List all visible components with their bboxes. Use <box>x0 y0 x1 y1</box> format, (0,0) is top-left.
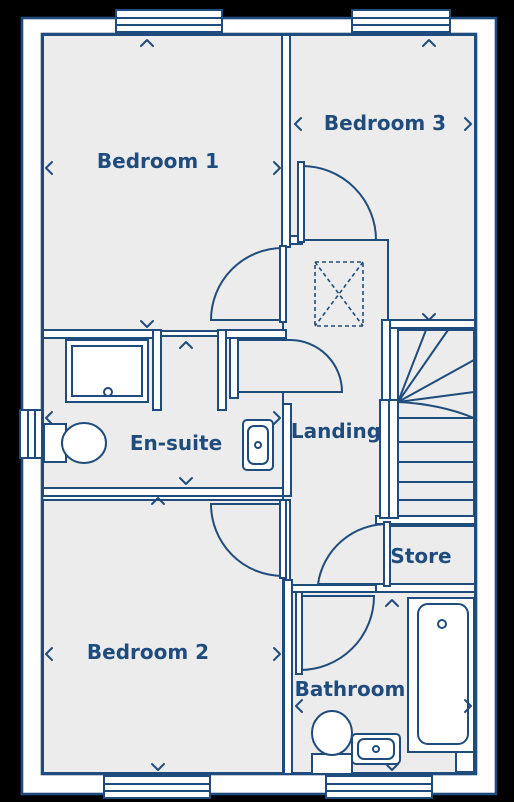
label-bedroom-3: Bedroom 3 <box>324 111 446 135</box>
wall-ensuite-right <box>282 403 292 497</box>
wall-ensuite-inner <box>152 329 162 411</box>
bathroom-arrow-right-icon <box>464 699 472 713</box>
ensuite-toilet-bowl <box>61 422 107 464</box>
door-ensuite <box>231 339 344 393</box>
bath-drain-icon <box>437 619 447 629</box>
ensuite-arrow-down-icon <box>179 477 193 485</box>
door-store <box>316 522 389 585</box>
bedroom1-arrow-right-icon <box>273 161 281 175</box>
bathroom-toilet-cistern <box>311 753 353 775</box>
label-store: Store <box>390 544 451 568</box>
dimension-arrows <box>45 39 472 771</box>
door-bedroom1 <box>209 246 284 321</box>
outer-wall-outline <box>20 16 498 796</box>
floor-areas <box>42 34 476 774</box>
door-bathroom <box>299 595 376 672</box>
bedroom3-arrow-up-icon <box>422 39 436 47</box>
loft-hatch-icon <box>314 261 364 327</box>
window-bedroom3 <box>351 9 451 33</box>
bedroom2-arrow-down-icon <box>151 763 165 771</box>
ensuite-arrow-up-icon <box>179 341 193 349</box>
ensuite-arrow-left-icon <box>45 411 53 425</box>
doors <box>209 161 391 675</box>
towel-rail <box>455 751 475 773</box>
wall-bathroom-left <box>283 579 293 775</box>
bedroom2-arrow-up-icon <box>151 497 165 505</box>
fixtures <box>43 339 475 775</box>
bathroom-arrow-up-icon <box>385 599 399 607</box>
bedroom2-arrow-left-icon <box>45 647 53 661</box>
bedroom1-arrow-left-icon <box>45 161 53 175</box>
window-bathroom <box>325 775 433 799</box>
bedroom1-arrow-up-icon <box>140 39 154 47</box>
window-bedroom1 <box>115 9 223 33</box>
stair-area <box>397 329 475 517</box>
bathroom-basin-drain-icon <box>372 745 380 753</box>
wall-bed1-bed3 <box>281 34 291 248</box>
shower-drain-icon <box>103 387 113 397</box>
wall-ensuite-bottom <box>42 487 289 497</box>
window-ensuite <box>19 409 43 459</box>
ensuite-arrow-right-icon <box>273 411 281 425</box>
wall-ensuite-top-left <box>42 329 154 339</box>
wall-ensuite-right-upper <box>217 329 227 411</box>
bedroom3-arrow-right-icon <box>464 117 472 131</box>
wall-stair-top <box>385 319 476 329</box>
label-landing: Landing <box>291 419 381 443</box>
label-bedroom-1: Bedroom 1 <box>97 149 219 173</box>
bedroom3-arrow-left-icon <box>294 117 302 131</box>
wall-store-bottom <box>375 583 476 593</box>
label-ensuite: En-suite <box>130 431 222 455</box>
bedroom2-arrow-right-icon <box>273 647 281 661</box>
bathroom-arrow-down-icon <box>385 763 399 771</box>
label-bathroom: Bathroom <box>295 677 406 701</box>
window-bedroom2 <box>103 775 211 799</box>
basin-drain-icon <box>254 441 262 449</box>
bedroom1-arrow-down-icon <box>140 320 154 328</box>
door-bedroom2 <box>209 503 284 578</box>
bedroom3-arrow-down-icon <box>422 313 436 321</box>
wall-ensuite-top-right <box>217 329 287 339</box>
windows <box>19 9 451 799</box>
label-bedroom-2: Bedroom 2 <box>87 640 209 664</box>
door-bedroom3 <box>301 164 378 241</box>
staircase <box>379 329 475 519</box>
bathroom-toilet-bowl <box>311 710 353 756</box>
bathroom-arrow-left-icon <box>295 699 303 713</box>
